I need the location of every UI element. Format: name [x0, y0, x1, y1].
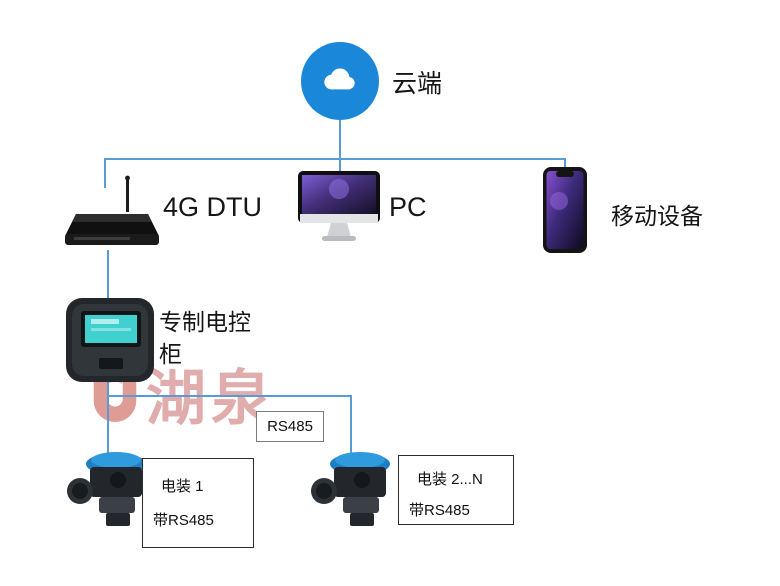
cloud-icon [324, 68, 355, 90]
mobile-label: 移动设备 [611, 203, 703, 229]
connector-dtu-cabinet [107, 250, 109, 298]
connector-cloud-trunk [339, 120, 341, 158]
imac-icon [298, 171, 380, 241]
rs485-tag-label: RS485 [267, 418, 313, 435]
connector-drop-dtu [104, 158, 106, 188]
actuator2-subtitle: 带RS485 [409, 502, 470, 519]
cabinet-node [64, 296, 156, 389]
dtu-label: 4G DTU [163, 192, 263, 222]
rs485-tag: RS485 [256, 411, 324, 442]
dtu-node [62, 174, 162, 257]
actuator1-box: 电装 1 带RS485 [142, 458, 254, 548]
connector-drop-pc [339, 158, 341, 173]
actuator2-box: 电装 2...N 带RS485 [398, 455, 514, 525]
connector-top-horizontal [104, 158, 565, 160]
smartphone-icon [543, 167, 587, 253]
connector-drop-mobile [564, 158, 566, 169]
cloud-label: 云端 [392, 70, 443, 98]
connector-cabinet-actuator1 [107, 377, 109, 457]
control-cabinet-icon [66, 298, 154, 382]
cloud-node [301, 42, 379, 120]
actuator1-title: 电装 1 [161, 478, 204, 495]
actuator2-node [310, 447, 405, 542]
actuator1-node [66, 447, 161, 542]
connector-branch-horizontal [107, 395, 351, 397]
actuator-icon [311, 452, 390, 526]
pc-label: PC [389, 192, 427, 222]
actuator1-subtitle: 带RS485 [153, 512, 214, 529]
connector-branch-actuator2 [350, 395, 352, 461]
actuator2-title: 电装 2...N [417, 471, 483, 488]
actuator-icon [67, 452, 146, 526]
router-icon [65, 175, 159, 245]
mobile-node [543, 167, 587, 258]
pc-node [298, 171, 380, 250]
cabinet-label: 专制电控柜 [159, 309, 251, 368]
